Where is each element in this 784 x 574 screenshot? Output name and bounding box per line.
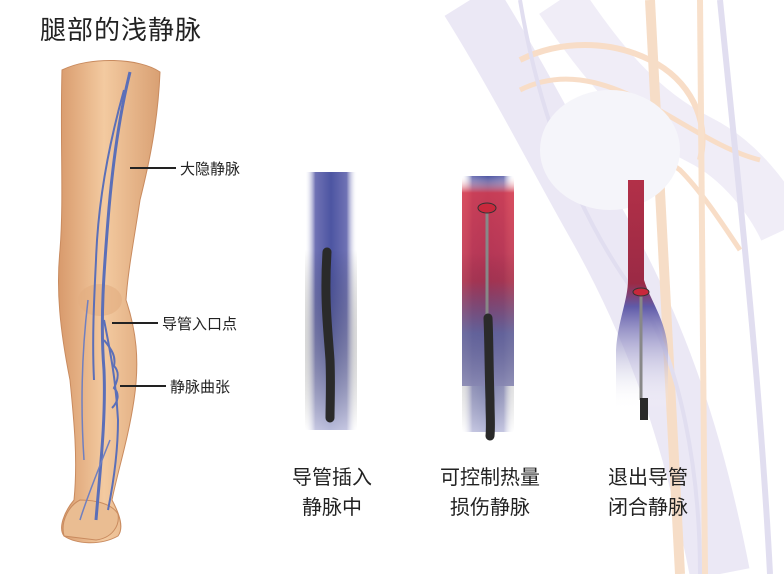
page-title: 腿部的浅静脉 <box>40 16 203 46</box>
step1-vein-panel <box>305 172 357 430</box>
step2-line1: 可控制热量 <box>440 465 540 489</box>
step1-line1: 导管插入 <box>292 465 372 489</box>
leg-illustration <box>57 59 161 544</box>
step3-line1: 退出导管 <box>608 465 688 489</box>
label-catheter-entry: 导管入口点 <box>162 315 238 333</box>
step3-line2: 闭合静脉 <box>608 495 688 519</box>
label-varicose: 静脉曲张 <box>170 378 231 396</box>
step2-caption: 可控制热量 损伤静脉 <box>420 462 560 522</box>
step1-caption: 导管插入 静脉中 <box>262 462 402 522</box>
step3-caption: 退出导管 闭合静脉 <box>578 462 718 522</box>
step3-vein-panel <box>616 180 668 420</box>
step2-vein-panel <box>462 176 514 441</box>
step1-line2: 静脉中 <box>302 495 362 519</box>
step2-line2: 损伤静脉 <box>450 495 530 519</box>
background-knee <box>444 0 784 574</box>
label-great-saphenous: 大隐静脉 <box>180 160 241 178</box>
